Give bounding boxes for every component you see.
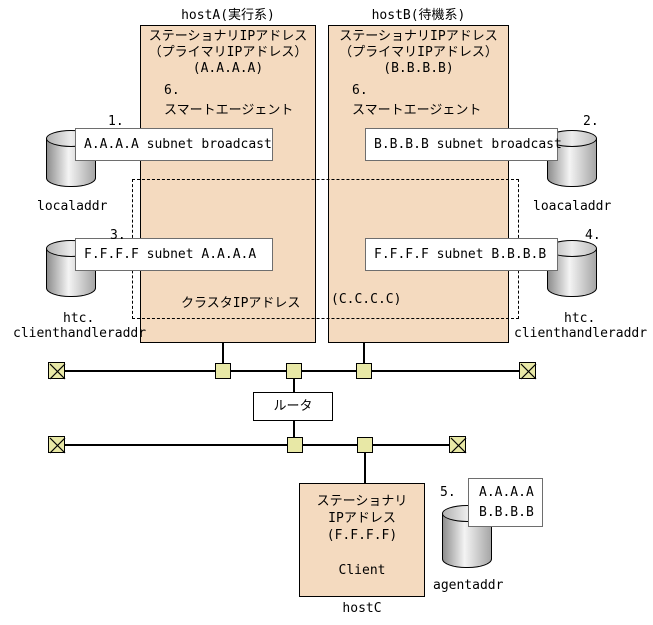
hostA-broadcast-address-box: A.A.A.A subnet broadcast bbox=[75, 128, 273, 161]
bus1-hostA-tap bbox=[215, 363, 231, 379]
hostB-box: ステーショナリIPアドレス （プライマリIPアドレス） (B.B.B.B) 6.… bbox=[328, 25, 509, 343]
network-bus-2 bbox=[56, 444, 458, 446]
bus1-to-router-line bbox=[293, 378, 295, 393]
hostA-stationary-line3: (A.A.A.A) bbox=[192, 61, 264, 76]
hostB-stationary-line1: ステーショナリIPアドレス bbox=[339, 29, 498, 44]
bus1-router-tap bbox=[286, 363, 302, 379]
cluster-ip-value: (C.C.C.C) bbox=[331, 292, 402, 307]
hostB-title: hostB(待機系) bbox=[371, 8, 466, 23]
hostB-to-bus1-line bbox=[363, 343, 365, 364]
clienthandleraddr-left-label: clienthandleraddr bbox=[13, 326, 147, 341]
agentaddr-line2: B.B.B.B bbox=[479, 505, 534, 520]
hostB-stationary-ip: ステーショナリIPアドレス （プライマリIPアドレス） (B.B.B.B) bbox=[329, 26, 508, 77]
hostC-line1: ステーショナリ bbox=[316, 494, 408, 509]
clienthandleraddr-right-label: clienthandleraddr bbox=[514, 326, 648, 341]
cluster-ip-label: クラスタIPアドレス bbox=[181, 296, 301, 311]
agentaddr-line1: A.A.A.A bbox=[479, 485, 534, 500]
bus2-to-hostC-line bbox=[364, 452, 366, 483]
bus1-left-terminator-icon bbox=[48, 362, 66, 380]
hostA-stationary-ip: ステーショナリIPアドレス （プライマリIPアドレス） (A.A.A.A) bbox=[141, 26, 315, 77]
hostB-broadcast-address-box: B.B.B.B subnet broadcast bbox=[365, 128, 562, 161]
step-3-label: 3. bbox=[110, 228, 126, 243]
localaddr-label: localaddr bbox=[37, 199, 108, 214]
bus2-left-terminator-icon bbox=[48, 436, 66, 454]
client-label: Client bbox=[338, 563, 386, 578]
agentaddr-address-box: A.A.A.A B.B.B.B bbox=[468, 478, 543, 527]
step-2-label: 2. bbox=[583, 114, 599, 129]
hostA-stationary-line1: ステーショナリIPアドレス bbox=[148, 29, 308, 44]
hostA-title: hostA(実行系) bbox=[181, 8, 275, 23]
hostA-stationary-line2: （プライマリIPアドレス） bbox=[148, 45, 308, 60]
hostC-box: ステーショナリ IPアドレス (F.F.F.F) Client bbox=[299, 483, 425, 597]
hostB-step-number: 6. bbox=[352, 83, 368, 98]
step-1-label: 1. bbox=[108, 114, 124, 129]
step-5-label: 5. bbox=[440, 485, 456, 500]
bus1-right-terminator-icon bbox=[519, 362, 537, 380]
router-box: ルータ bbox=[253, 392, 333, 421]
hostA-smart-agent-label: スマートエージェント bbox=[164, 103, 294, 118]
htc-right-label: htc. bbox=[564, 311, 596, 326]
bus2-router-tap bbox=[287, 437, 303, 453]
hostA-step-number: 6. bbox=[164, 83, 180, 98]
hostB-smart-agent-label: スマートエージェント bbox=[352, 103, 482, 118]
bus1-hostB-tap bbox=[356, 363, 372, 379]
hostB-stationary-line3: (B.B.B.B) bbox=[383, 61, 454, 76]
loacaladdr-label: loacaladdr bbox=[533, 199, 612, 214]
htc-left-label: htc. bbox=[63, 311, 95, 326]
hostC-title: hostC bbox=[342, 601, 382, 616]
hostB-handler-address-box: F.F.F.F subnet B.B.B.B bbox=[365, 238, 558, 271]
hostC-line2: IPアドレス bbox=[328, 511, 396, 526]
hostA-box: ステーショナリIPアドレス （プライマリIPアドレス） (A.A.A.A) 6.… bbox=[140, 25, 316, 343]
hostC-line3: (F.F.F.F) bbox=[326, 528, 398, 543]
agentaddr-label: agentaddr bbox=[433, 578, 504, 593]
hostB-stationary-line2: （プライマリIPアドレス） bbox=[339, 45, 498, 60]
bus2-right-terminator-icon bbox=[449, 436, 467, 454]
step-4-label: 4. bbox=[585, 228, 601, 243]
router-to-bus2-line bbox=[293, 420, 295, 438]
hostA-to-bus1-line bbox=[222, 343, 224, 364]
bus2-hostC-tap bbox=[357, 437, 373, 453]
hostA-handler-address-box: F.F.F.F subnet A.A.A.A bbox=[75, 238, 273, 271]
